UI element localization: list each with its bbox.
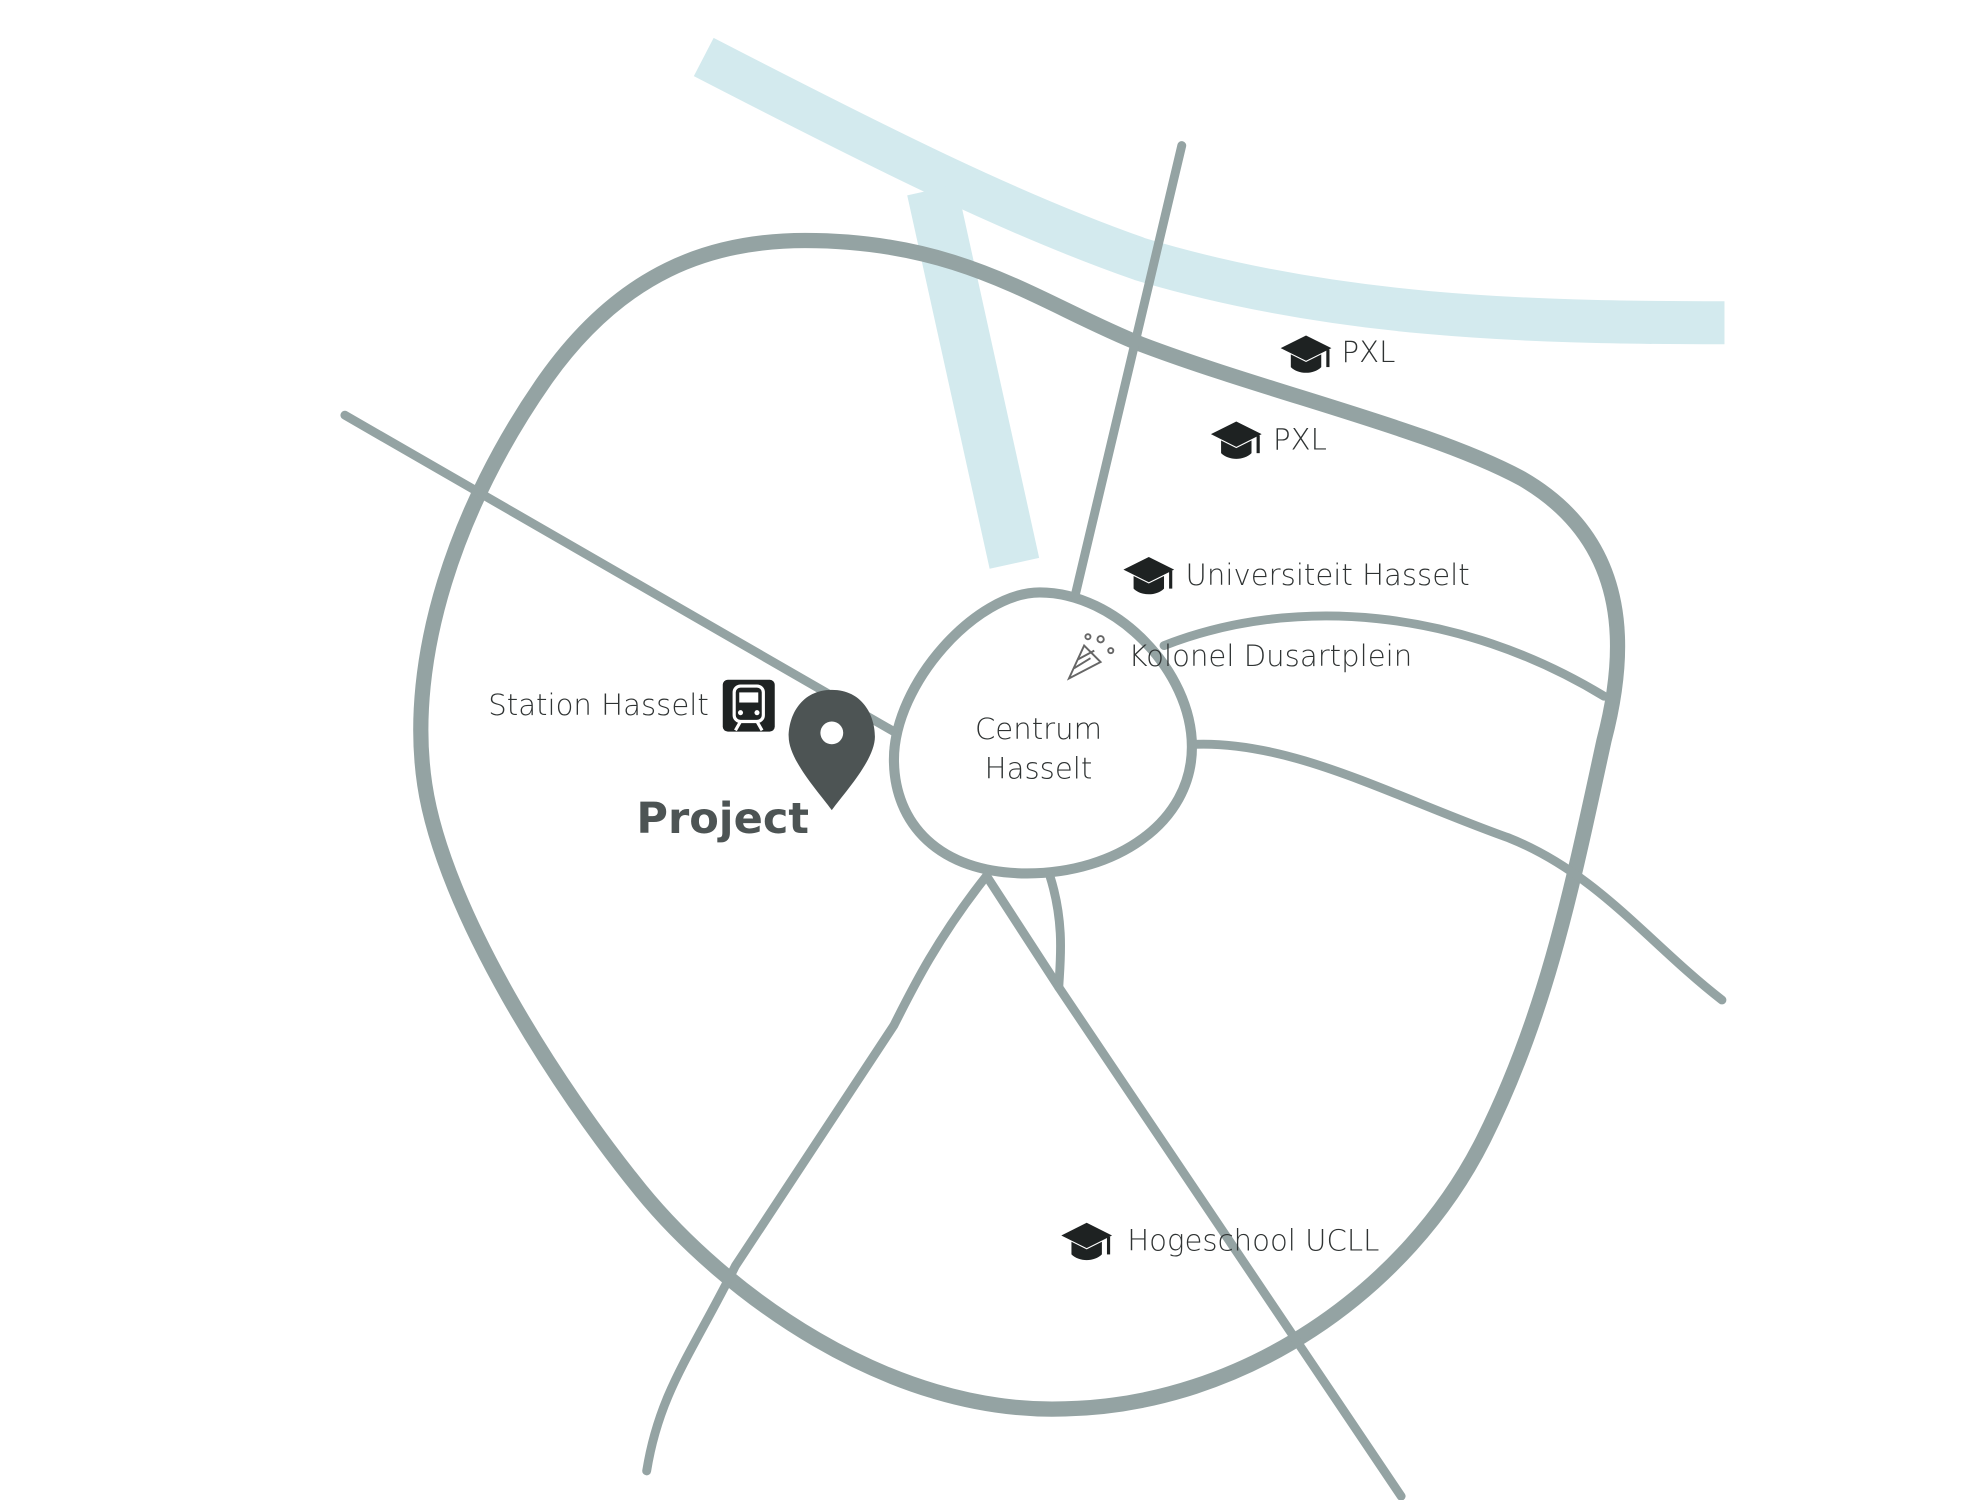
project-label: Project <box>636 794 809 844</box>
graduation-cap-icon <box>1061 1222 1113 1261</box>
ring-road <box>413 232 1626 1417</box>
party-popper-icon <box>1066 633 1115 681</box>
river <box>693 37 1725 569</box>
poi-label: Universiteit Hasselt <box>1186 558 1470 592</box>
graduation-cap-icon <box>1210 421 1262 459</box>
project-marker[interactable]: Project <box>636 689 875 844</box>
poi-label: Hogeschool UCLL <box>1127 1224 1379 1258</box>
train-icon <box>722 679 775 732</box>
poi-pxl-1[interactable]: PXL <box>1280 335 1396 373</box>
poi-hogeschool-ucll[interactable]: Hogeschool UCLL <box>1061 1222 1379 1261</box>
poi-label: PXL <box>1342 335 1396 369</box>
poi-universiteit-hasselt[interactable]: Universiteit Hasselt <box>1123 556 1470 595</box>
poi-pxl-2[interactable]: PXL <box>1210 421 1327 459</box>
roads <box>340 141 1727 1500</box>
poi-label: Station Hasselt <box>488 688 709 722</box>
svg-text:Centrum: Centrum <box>975 712 1102 746</box>
centrum-ring <box>888 587 1197 879</box>
map-pin-icon <box>788 689 875 811</box>
graduation-cap-icon <box>1280 335 1332 373</box>
poi-label: Kolonel Dusartplein <box>1129 639 1413 673</box>
poi-label: PXL <box>1273 422 1327 456</box>
poi-station-hasselt[interactable]: Station Hasselt <box>488 679 775 732</box>
graduation-cap-icon <box>1123 556 1175 595</box>
centrum-hasselt-label: Centrum Hasselt <box>975 712 1102 785</box>
svg-text:Hasselt: Hasselt <box>985 752 1093 786</box>
poi-kolonel-dusartplein[interactable]: Kolonel Dusartplein <box>1066 633 1413 681</box>
